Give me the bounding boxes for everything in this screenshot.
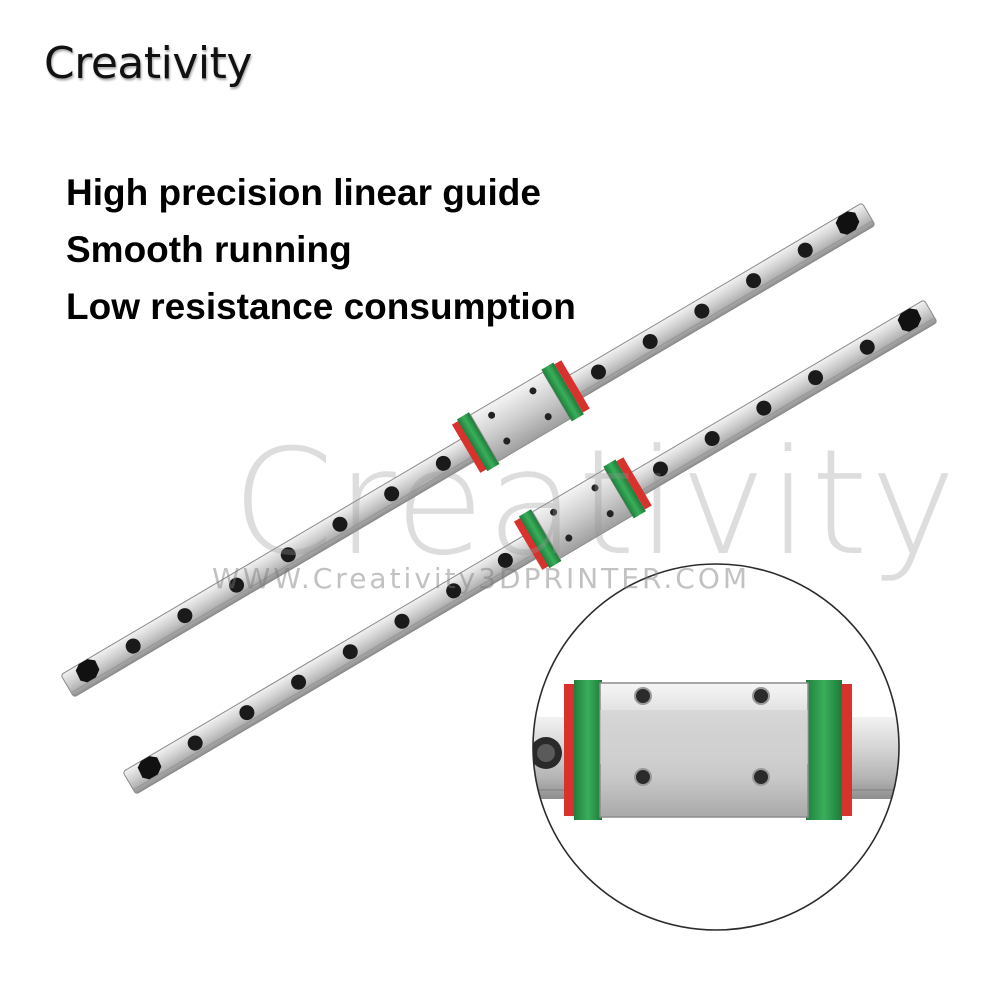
- linear-rail-2: [123, 300, 937, 794]
- linear-rail-1: [61, 203, 875, 697]
- feature-item: Low resistance consumption: [66, 286, 576, 327]
- feature-list: High precision linear guide Smooth runni…: [66, 164, 576, 335]
- brand-logo: Creativity: [44, 38, 252, 89]
- feature-item: Smooth running: [66, 229, 352, 270]
- feature-item: High precision linear guide: [66, 172, 541, 213]
- watermark-url: WWW.Creativity3DPRINTER.COM: [212, 562, 751, 595]
- watermark-text: Creativity: [232, 418, 959, 588]
- carriage-zoom-detail: [532, 563, 900, 931]
